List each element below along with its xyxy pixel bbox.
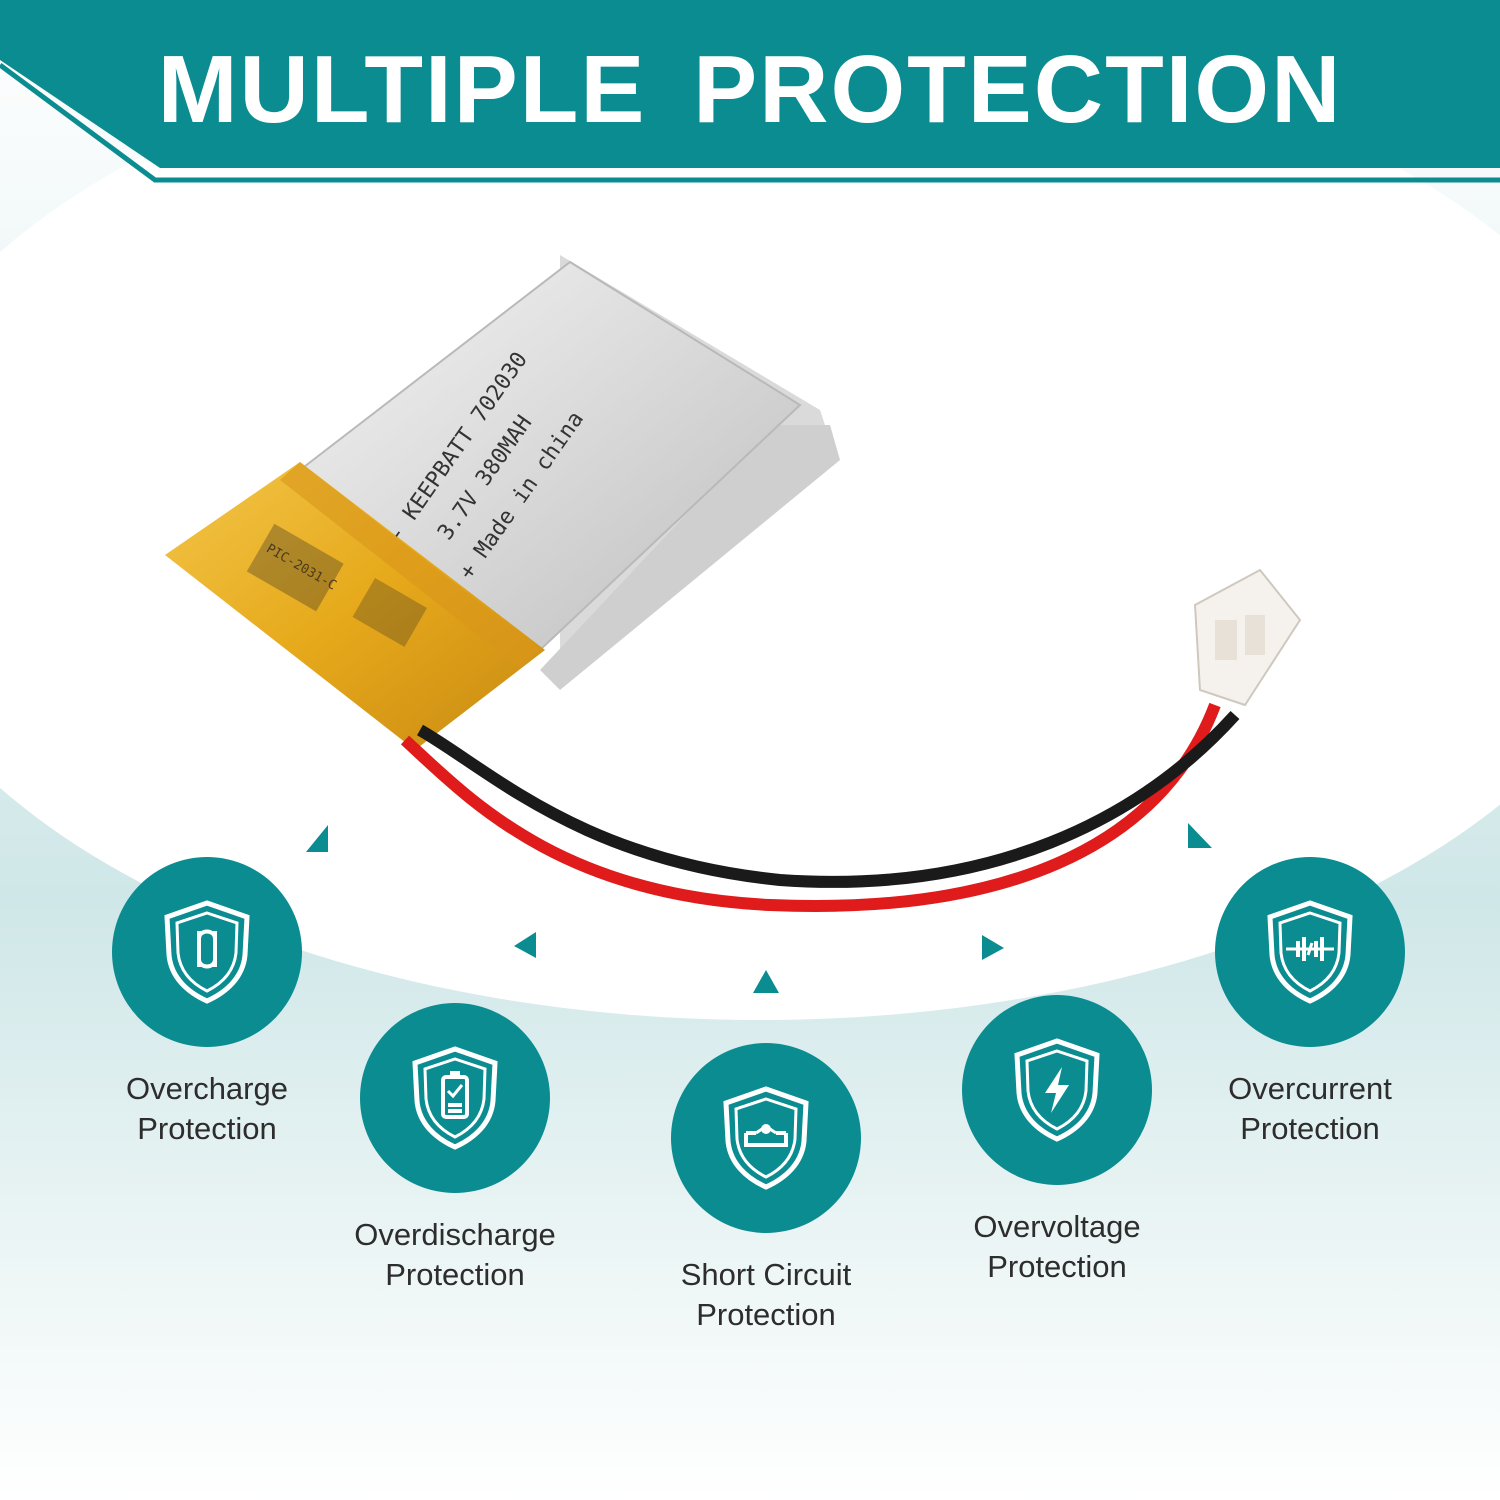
feature-overdischarge: Overdischarge Protection <box>325 1003 585 1295</box>
banner-background <box>0 0 1500 183</box>
arrow-icon <box>306 825 328 852</box>
arrow-icon <box>514 932 536 958</box>
feature-label-line-2: Protection <box>137 1111 277 1146</box>
arrow-icon <box>982 935 1004 960</box>
shield-short-circuit-icon <box>723 1086 809 1190</box>
shield-lightning-icon <box>1014 1038 1100 1142</box>
feature-label-line-1: Overvoltage <box>973 1209 1141 1244</box>
page-title: MULTIPLE PROTECTION <box>157 36 1343 143</box>
feature-label-line-2: Protection <box>696 1297 836 1332</box>
feature-label-line-1: Overdischarge <box>354 1217 556 1252</box>
shield-battery-icon <box>412 1046 498 1150</box>
feature-label-line-1: Overcurrent <box>1228 1071 1392 1106</box>
shield-current-icon <box>1267 900 1353 1004</box>
feature-label-line-2: Protection <box>987 1249 1127 1284</box>
feature-label-line-1: Short Circuit <box>680 1257 852 1292</box>
feature-circle <box>360 1003 550 1193</box>
feature-overcurrent: Overcurrent Protection <box>1180 857 1440 1149</box>
feature-overvoltage: Overvoltage Protection <box>927 995 1187 1287</box>
feature-overcharge: Overcharge Protection <box>77 857 337 1149</box>
battery-illustration <box>165 255 1302 912</box>
feature-label-line-2: Protection <box>1240 1111 1380 1146</box>
feature-circle <box>112 857 302 1047</box>
feature-label-line-1: Overcharge <box>126 1071 288 1106</box>
feature-circle <box>671 1043 861 1233</box>
feature-label-line-2: Protection <box>385 1257 525 1292</box>
arrow-icon <box>753 970 779 993</box>
feature-circle <box>1215 857 1405 1047</box>
shield-circuit-icon <box>164 900 250 1004</box>
feature-short-circuit: Short Circuit Protection <box>636 1043 896 1335</box>
feature-circle <box>962 995 1152 1185</box>
arrow-icon <box>1188 823 1212 848</box>
